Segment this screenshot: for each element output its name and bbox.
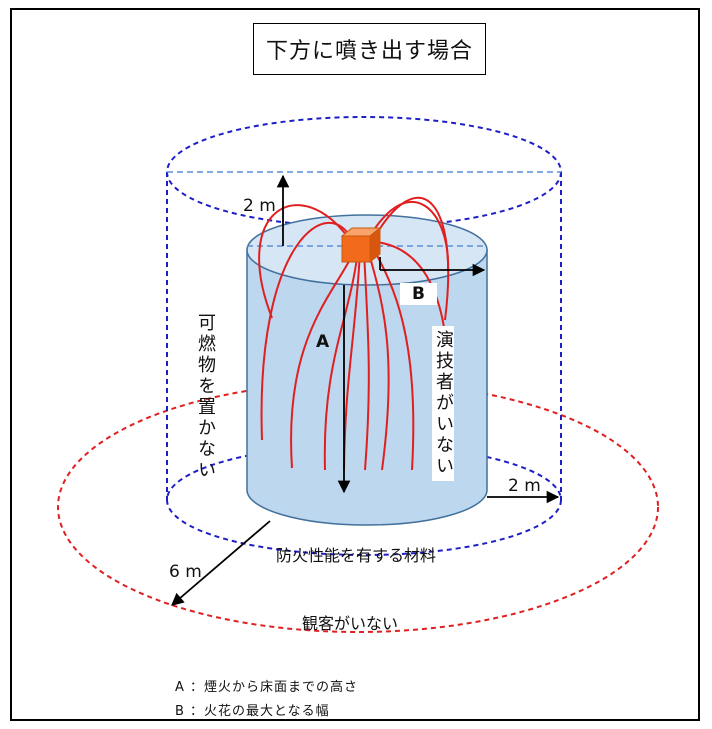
top-distance-label: 2 m xyxy=(243,196,276,216)
legend-b: B ：火花の最大となる幅 xyxy=(175,704,330,719)
material-label: 防火性能を有する材料 xyxy=(276,546,437,565)
legend-a: A ：煙火から床面までの高さ xyxy=(175,680,359,695)
spark-line xyxy=(323,249,359,471)
spark-line xyxy=(367,249,390,471)
spark-line xyxy=(363,251,370,471)
spark-line xyxy=(369,200,450,271)
audience-zone-ellipse xyxy=(57,381,659,633)
diagonal-distance-arrow xyxy=(171,520,271,606)
a-label: A xyxy=(316,332,330,352)
spark-line xyxy=(290,245,357,469)
spark-line xyxy=(373,196,450,321)
spark-line xyxy=(260,222,354,441)
material-cylinder-body xyxy=(246,249,488,526)
no-performers-label: 演技者がいない xyxy=(432,326,454,481)
side-distance-label: 2 m xyxy=(508,476,541,496)
diagram-title: 下方に噴き出す場合 xyxy=(253,23,486,75)
no-combustibles-label: 可燃物を置かない xyxy=(195,313,216,481)
no-audience-label: 観客がいない xyxy=(302,614,399,633)
fireworks-device xyxy=(340,226,382,264)
diagonal-distance-label: 6 m xyxy=(169,562,202,582)
diagram-frame xyxy=(10,8,700,721)
b-label: B xyxy=(400,283,437,305)
spark-line xyxy=(258,204,351,319)
